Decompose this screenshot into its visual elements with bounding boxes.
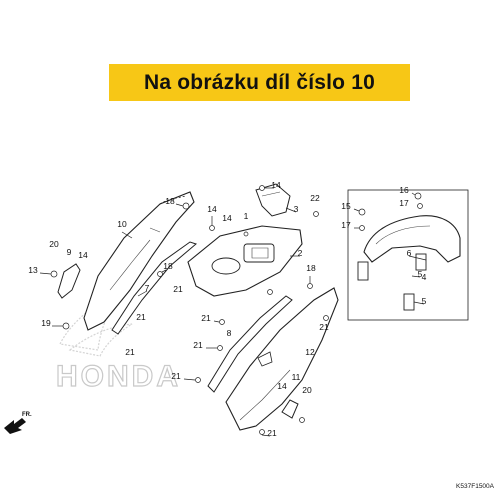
rail-collar <box>415 253 427 271</box>
front-direction-indicator: FR. <box>4 412 32 434</box>
callout-number: 1 <box>244 211 249 221</box>
callout-number: 4 <box>422 272 427 282</box>
callout-number: 7 <box>145 283 150 293</box>
front-arrow-icon <box>4 418 26 434</box>
caption-text: Na obrázku díl číslo 10 <box>143 70 375 94</box>
callout-number: 14 <box>207 204 217 214</box>
grab-rail-box <box>347 189 469 321</box>
callout-number: 8 <box>227 328 232 338</box>
diagram-code: K537F1500A <box>456 483 495 490</box>
callout-number: 18 <box>165 196 175 206</box>
caption-banner: Na obrázku díl číslo 10 <box>109 64 410 101</box>
lower-bracket <box>281 399 299 419</box>
callout-number: 14 <box>222 213 232 223</box>
rail-collar <box>403 293 415 311</box>
callout-number: 21 <box>201 313 211 323</box>
left-bracket <box>57 263 81 299</box>
callout-number: 21 <box>319 322 329 332</box>
callout-number: 14 <box>277 381 287 391</box>
rail-collar <box>357 261 369 281</box>
callout-number: 9 <box>67 247 72 257</box>
front-label: FR. <box>22 412 32 418</box>
honda-watermark: HONDA <box>55 290 181 394</box>
callout-number: 16 <box>399 185 409 195</box>
callout-number: 14 <box>271 180 281 190</box>
callout-number: 2 <box>298 248 303 258</box>
callout-number: 13 <box>28 265 38 275</box>
honda-watermark-text: HONDA <box>56 360 181 393</box>
callout-number: 18 <box>306 263 316 273</box>
upper-cover <box>255 183 291 217</box>
callout-number: 18 <box>163 261 173 271</box>
callout-number: 5 <box>422 296 427 306</box>
callout-number: 11 <box>292 372 301 382</box>
callout-number: 21 <box>136 312 146 322</box>
callout-number: 20 <box>302 385 312 395</box>
callout-number: 14 <box>78 250 88 260</box>
callout-number: 21 <box>173 284 183 294</box>
wing-logo-icon <box>68 323 133 357</box>
callout-number: 17 <box>341 220 351 230</box>
callout-number: 10 <box>117 219 127 229</box>
callout-number: 17 <box>399 198 409 208</box>
callout-number: 21 <box>267 428 277 438</box>
callout-number: 22 <box>310 193 320 203</box>
callout-number: 15 <box>341 201 351 211</box>
right-strip <box>207 295 293 393</box>
left-side-cover <box>83 191 195 331</box>
grab-rail <box>363 215 461 263</box>
inner-strip <box>111 241 198 335</box>
callout-number: 19 <box>41 318 51 328</box>
callout-number: 3 <box>294 204 299 214</box>
callout-numbers: 1234556789101112131414141414151617171818… <box>28 180 426 438</box>
right-side-cover <box>225 287 339 431</box>
callout-number: 5 <box>418 269 423 279</box>
callout-number: 12 <box>305 347 315 357</box>
callout-number: 21 <box>171 371 181 381</box>
callout-number: 20 <box>49 239 59 249</box>
callout-number: 21 <box>125 347 135 357</box>
callout-number: 21 <box>193 340 203 350</box>
callout-number: 6 <box>407 248 412 258</box>
